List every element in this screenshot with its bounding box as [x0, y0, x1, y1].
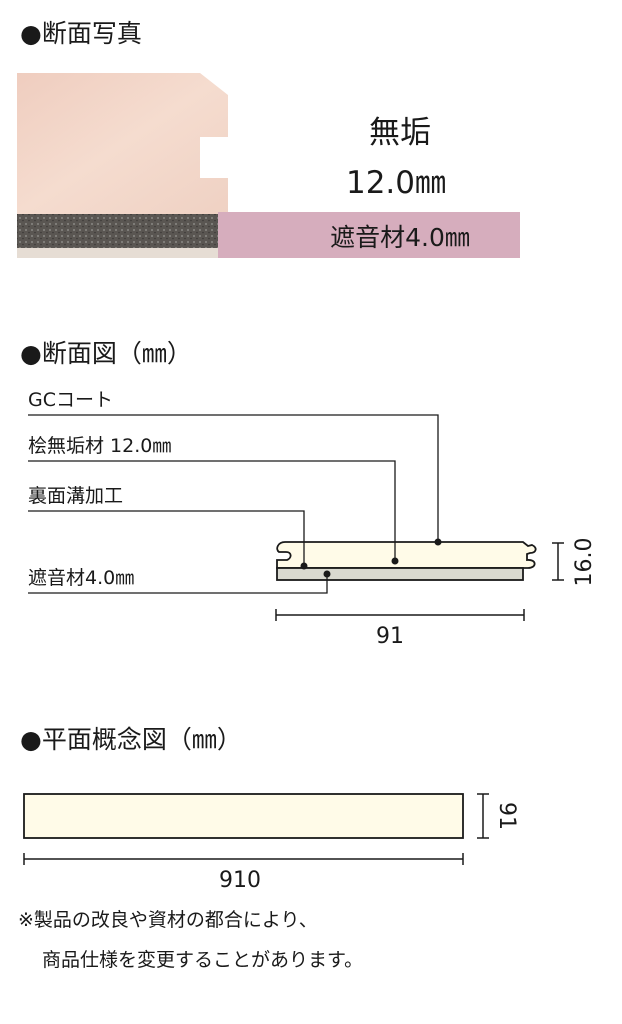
board-diagram [276, 541, 537, 581]
width-dimension [275, 609, 525, 621]
cross-section-photo [17, 73, 228, 258]
note-line-1: ※製品の改良や資材の都合により、 [18, 909, 318, 931]
width-dimension-label: 91 [376, 624, 404, 649]
photo-section-title: ●断面写真 [20, 19, 142, 48]
cross-section-title: ●断面図（㎜） [20, 339, 192, 368]
photo-underlay-label: 遮音材4.0㎜ [330, 223, 470, 252]
note-line-2: 商品仕様を変更することがあります。 [42, 949, 363, 971]
plan-board [23, 793, 464, 839]
label-back-groove: 裏面溝加工 [28, 485, 123, 507]
plan-length-dimension [23, 853, 464, 865]
plan-width-dimension [477, 793, 489, 839]
height-dimension-label: 16.0 [572, 538, 597, 587]
label-gc-coat: GCコート [28, 389, 113, 411]
height-dimension [552, 542, 564, 581]
leader-dots [300, 538, 442, 578]
plan-width-label: 91 [494, 802, 519, 830]
label-hinoki: 桧無垢材 12.0㎜ [28, 435, 171, 457]
plan-section-title: ●平面概念図（㎜） [20, 725, 242, 754]
label-underlay: 遮音材4.0㎜ [28, 567, 134, 589]
leader-lines [28, 414, 439, 594]
photo-thickness-label: 12.0㎜ [346, 165, 446, 201]
photo-material-label: 無垢 [369, 115, 431, 151]
underlay-label-bg [218, 212, 520, 258]
plan-length-label: 910 [219, 868, 261, 893]
